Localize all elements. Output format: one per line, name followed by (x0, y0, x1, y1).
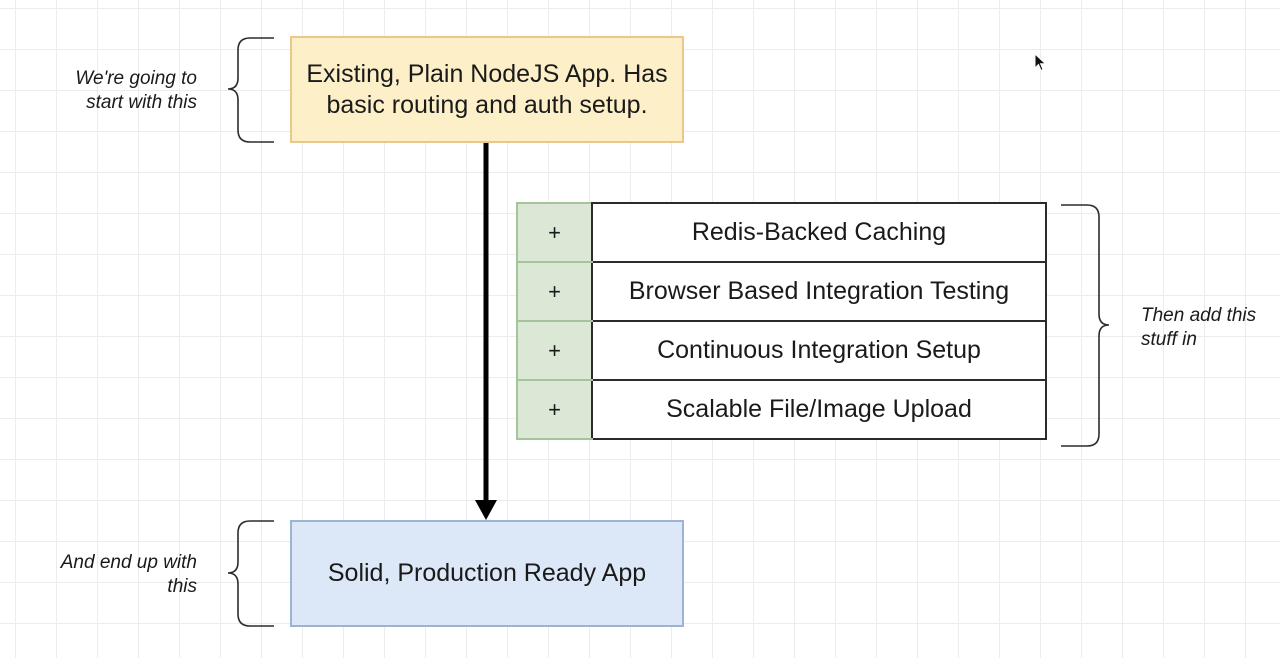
brace-end (227, 520, 274, 627)
start-node: Existing, Plain NodeJS App. Has basic ro… (290, 36, 684, 143)
plus-icon: + (516, 379, 593, 440)
plus-icon: + (516, 261, 593, 322)
end-annotation: And end up with this (60, 552, 197, 597)
flow-arrow-head (475, 500, 497, 520)
feature-label: Continuous Integration Setup (591, 320, 1047, 381)
brace-start (227, 37, 274, 143)
feature-row: + Browser Based Integration Testing (516, 261, 1047, 322)
feature-row: + Continuous Integration Setup (516, 320, 1047, 381)
feature-label: Scalable File/Image Upload (591, 379, 1047, 440)
feature-row: + Scalable File/Image Upload (516, 379, 1047, 440)
end-node-label: Solid, Production Ready App (327, 559, 647, 587)
feature-table: + Redis-Backed Caching + Browser Based I… (516, 202, 1047, 440)
add-annotation: Then add this stuff in (1141, 305, 1257, 350)
start-node-label: Existing, Plain NodeJS App. Has basic ro… (306, 59, 668, 119)
brace-features (1061, 204, 1110, 447)
end-node: Solid, Production Ready App (290, 520, 684, 627)
start-annotation: We're going to start with this (75, 68, 197, 113)
feature-label: Redis-Backed Caching (591, 202, 1047, 263)
feature-row: + Redis-Backed Caching (516, 202, 1047, 263)
feature-label: Browser Based Integration Testing (591, 261, 1047, 322)
mouse-pointer-icon (1034, 53, 1047, 72)
plus-icon: + (516, 320, 593, 381)
plus-icon: + (516, 202, 593, 263)
